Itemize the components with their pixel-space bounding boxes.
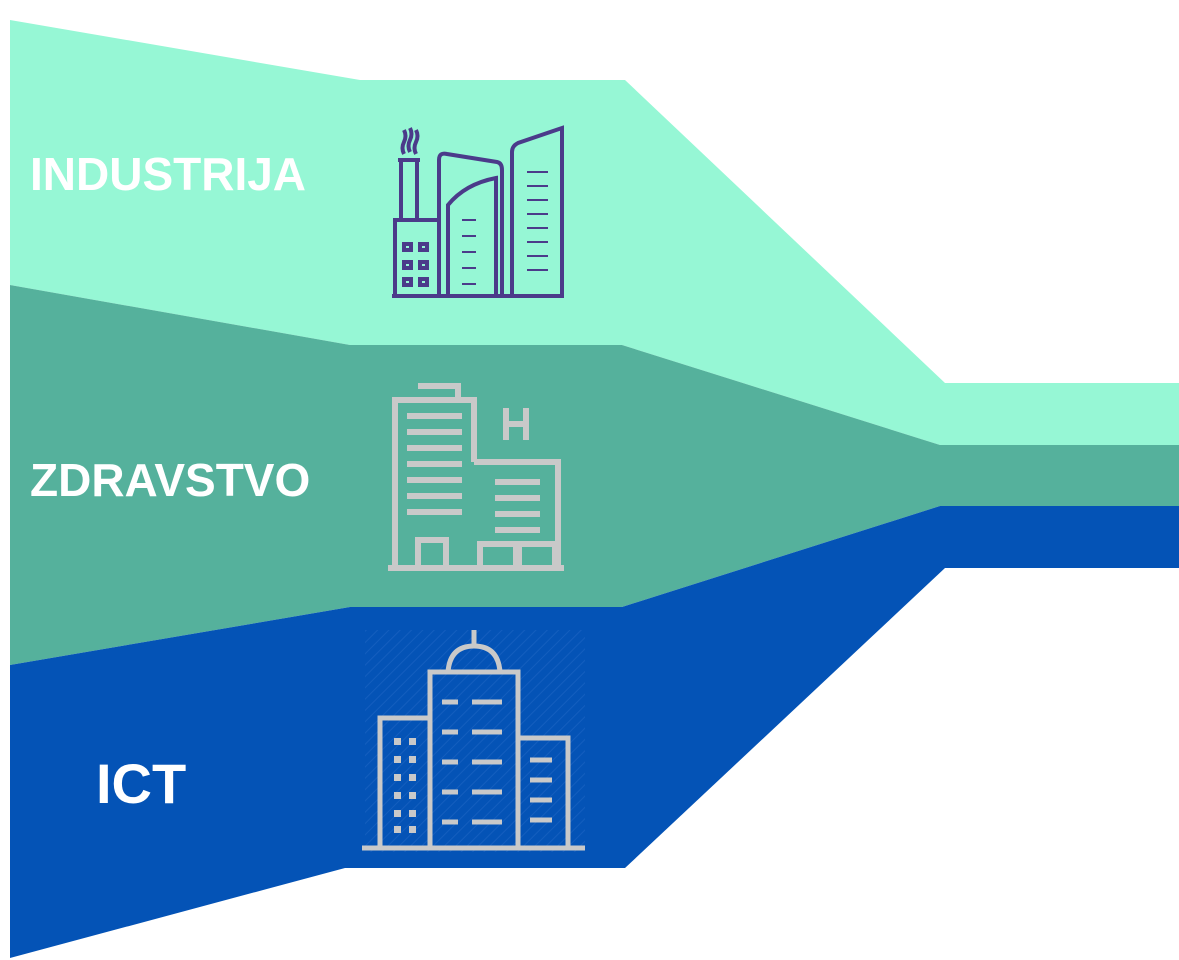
zdravstvo-label: ZDRAVSTVO [30, 454, 310, 506]
ict-label: ICT [96, 752, 186, 815]
ict-band [10, 506, 1179, 958]
industrija-label: INDUSTRIJA [30, 148, 306, 200]
factory-icon [390, 125, 564, 298]
industrija-band [10, 20, 1179, 445]
hospital-icon [388, 380, 564, 576]
office-building-icon [362, 630, 585, 852]
zdravstvo-band [10, 285, 1179, 665]
